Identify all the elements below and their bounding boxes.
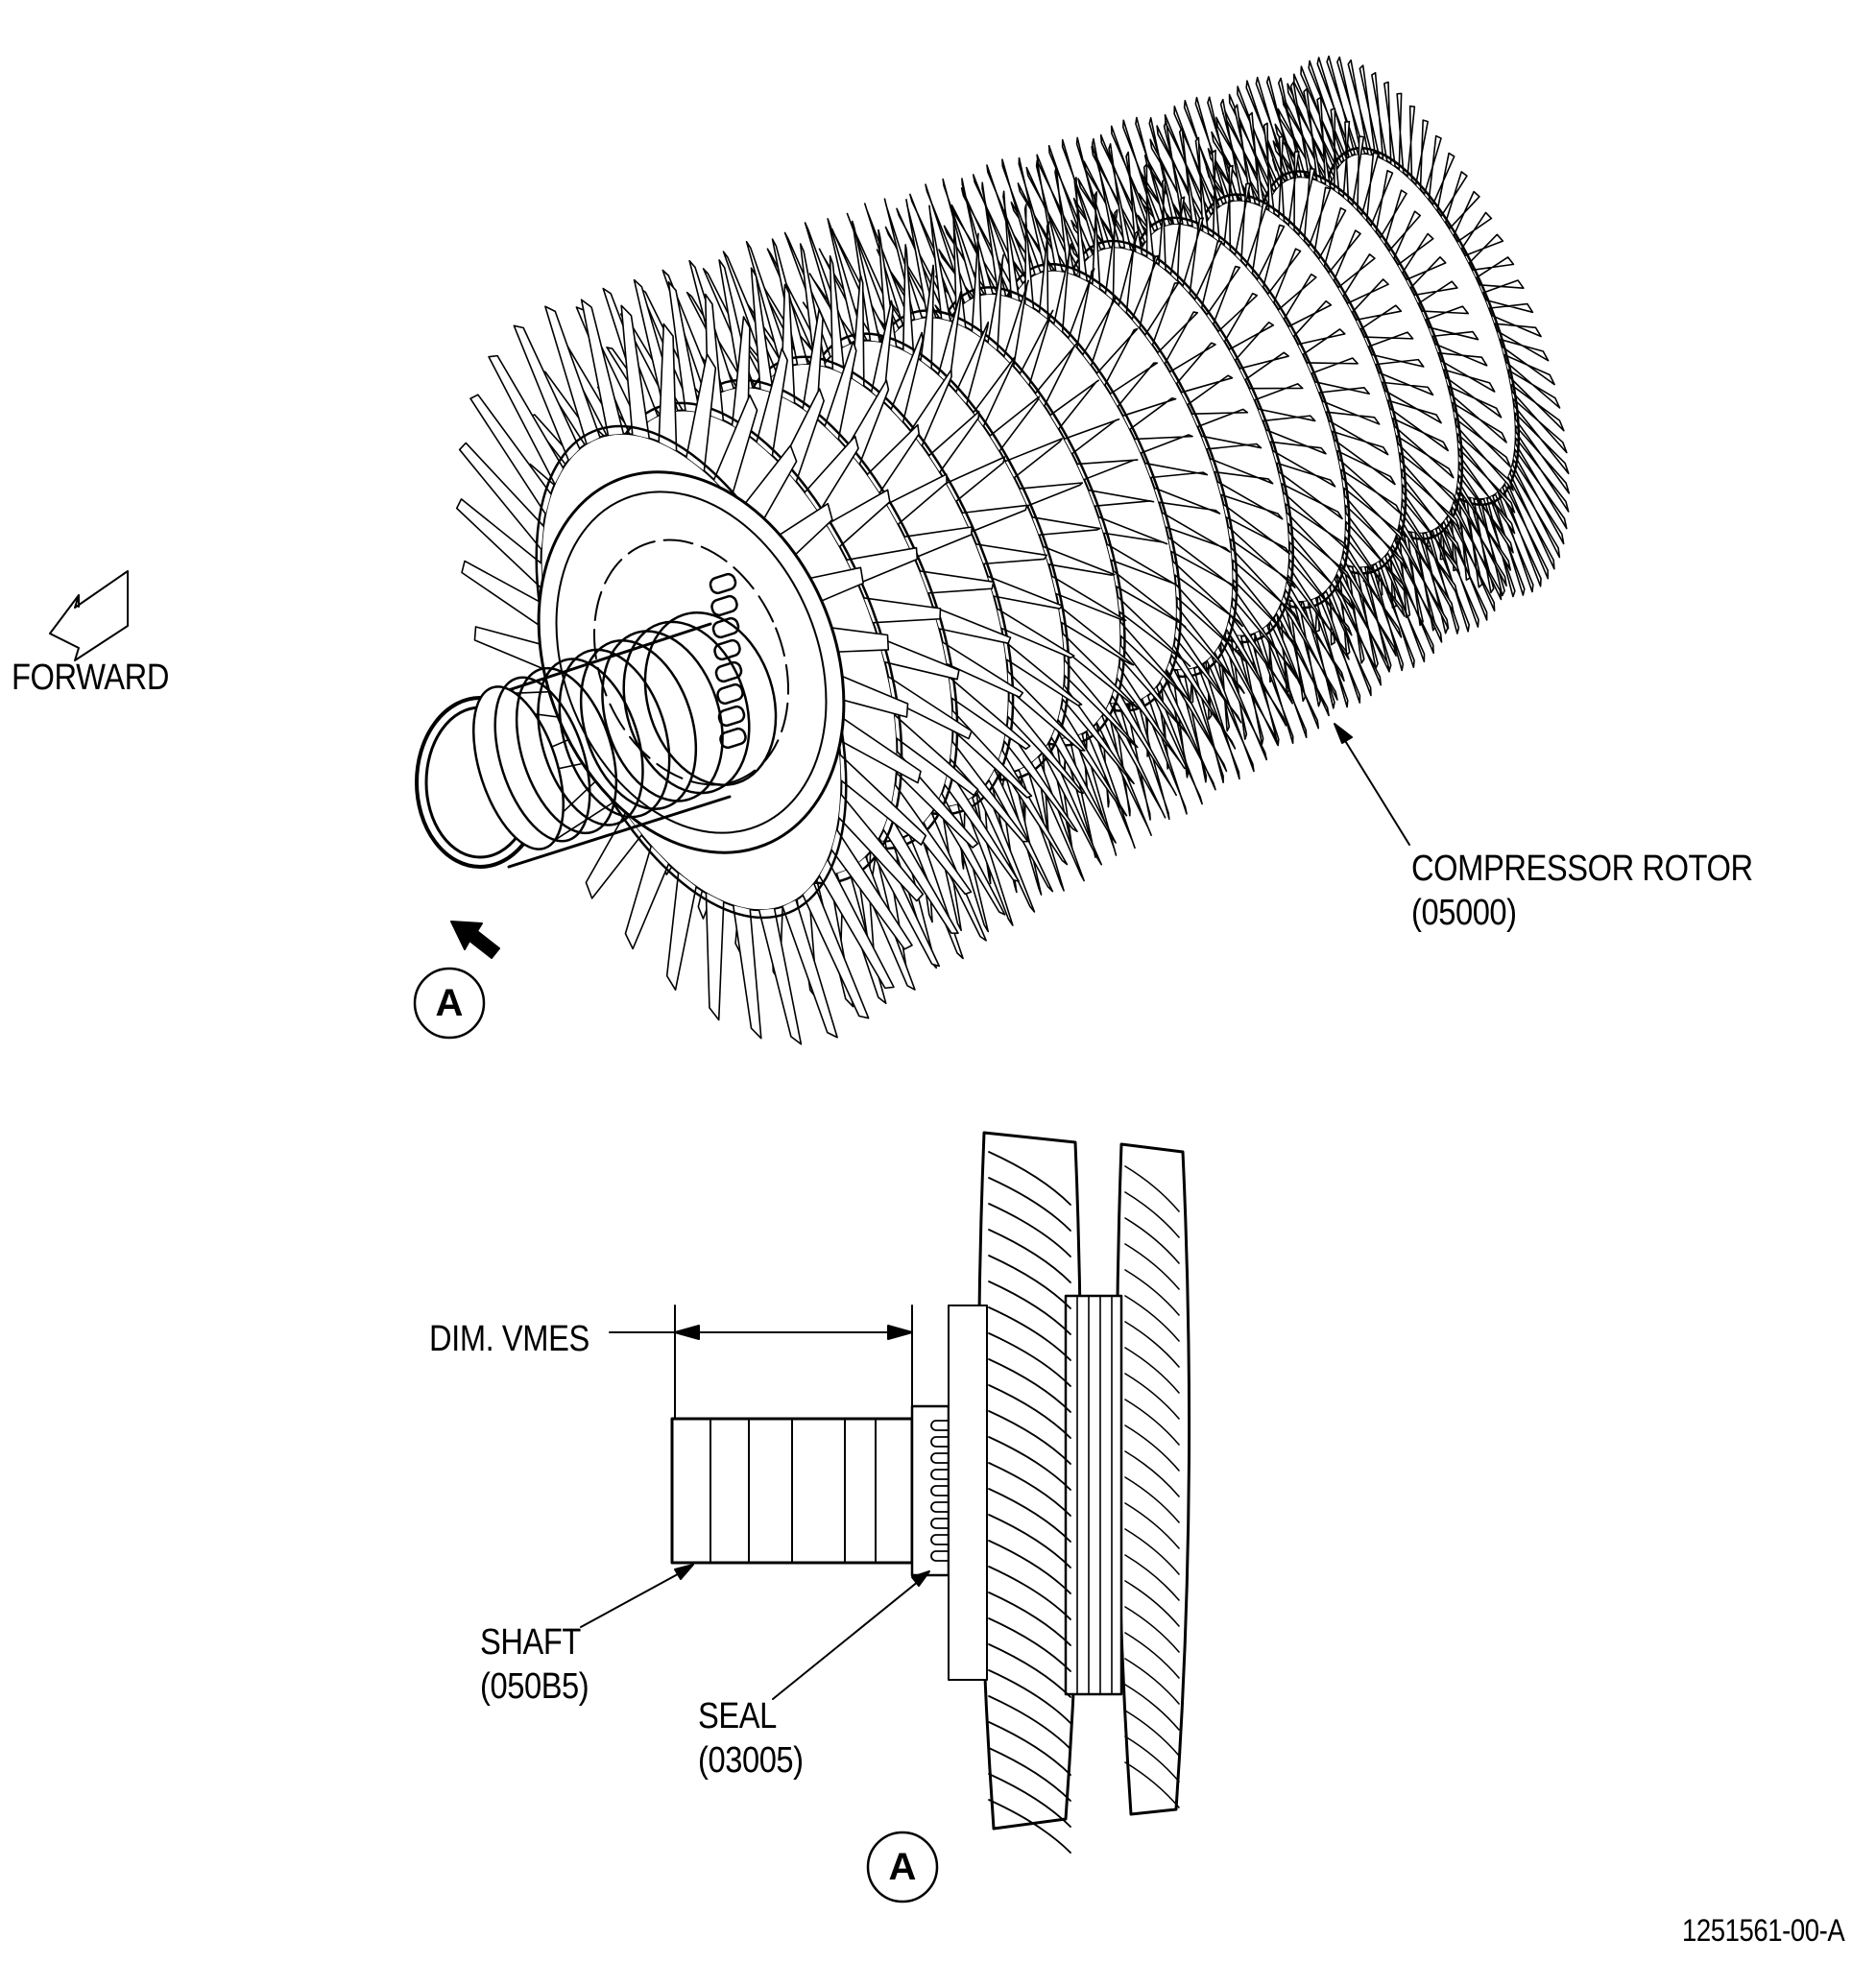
hub-face-inner xyxy=(555,491,828,834)
side-spacer xyxy=(1064,1294,1123,1696)
seal-slot xyxy=(719,727,747,750)
dim-vmes-dimension xyxy=(609,1305,913,1420)
seal-label: SEAL (03005) xyxy=(698,1694,804,1783)
shaft-ring xyxy=(579,638,698,811)
seal-slot xyxy=(709,572,737,595)
seal-slot xyxy=(717,705,746,728)
seal-name: SEAL xyxy=(698,1696,777,1736)
shaft-ring xyxy=(622,620,751,795)
hub-face-dashed xyxy=(592,539,790,786)
view-a-callout-top: A xyxy=(435,982,464,1024)
compressor-rotor-leader xyxy=(1334,723,1410,846)
view-a-callout-bottom: A xyxy=(888,1846,917,1888)
shaft-ring xyxy=(558,648,671,819)
shaft-part-number: (050B5) xyxy=(480,1666,589,1707)
view-a-arrow xyxy=(450,921,500,959)
side-seal xyxy=(910,1404,950,1577)
stage-blades xyxy=(455,299,927,1045)
compressor-rotor-part-number: (05000) xyxy=(1411,893,1517,933)
seal-slot xyxy=(716,682,744,706)
seal-slot xyxy=(713,638,741,661)
compressor-rotor-name: COMPRESSOR ROTOR xyxy=(1411,849,1753,889)
seal-slot xyxy=(710,594,738,617)
shaft-leader xyxy=(580,1564,694,1628)
shaft-ring xyxy=(537,658,644,826)
forward-arrow xyxy=(49,570,129,661)
side-hub xyxy=(948,1305,988,1681)
forward-label: FORWARD xyxy=(12,658,170,698)
side-disk-2-blades xyxy=(1124,1165,1180,1808)
shaft-name: SHAFT xyxy=(480,1622,581,1663)
figure-id: 1251561-00-A xyxy=(1682,1913,1845,1948)
shaft-ring xyxy=(493,676,591,843)
seal-slot xyxy=(711,616,740,639)
dim-vmes-label: DIM. VMES xyxy=(429,1319,589,1359)
section-view-a xyxy=(670,1131,1191,1854)
seal-slot xyxy=(714,660,743,683)
seal-part-number: (03005) xyxy=(698,1740,804,1781)
compressor-rotor-label: COMPRESSOR ROTOR (05000) xyxy=(1411,847,1753,935)
shaft-ring xyxy=(515,666,618,835)
shaft-ring xyxy=(643,610,778,787)
view-a-callout-circle-bottom xyxy=(866,1831,939,1903)
side-disk-1-blades xyxy=(988,1151,1071,1854)
isometric-shaft xyxy=(415,572,778,869)
seal-leader xyxy=(772,1570,930,1700)
shaft-label: SHAFT (050B5) xyxy=(480,1620,589,1709)
view-a-callout-circle-top xyxy=(413,967,486,1040)
isometric-compressor-rotor xyxy=(455,55,1571,1045)
shaft-ring xyxy=(601,630,724,802)
